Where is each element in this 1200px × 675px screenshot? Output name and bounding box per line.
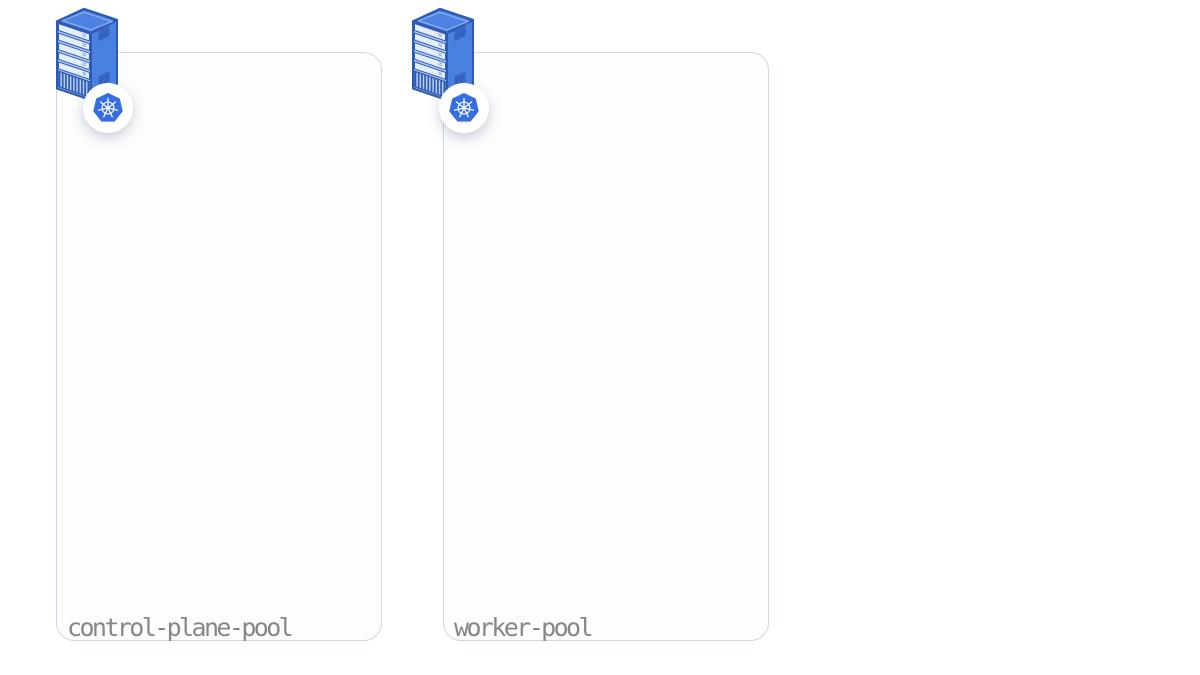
pool-name-label: control-plane-pool xyxy=(67,613,294,642)
pool-card-worker[interactable]: worker-pool xyxy=(443,52,769,641)
kubernetes-badge xyxy=(83,83,133,133)
kubernetes-icon xyxy=(93,93,123,122)
pool-name-label: worker-pool xyxy=(454,613,594,642)
pool-card-control-plane[interactable]: control-plane-pool xyxy=(56,52,382,641)
machine-node[interactable] xyxy=(410,7,489,139)
machine-node[interactable] xyxy=(54,7,133,139)
kubernetes-icon xyxy=(449,93,479,122)
kubernetes-badge xyxy=(439,83,489,133)
